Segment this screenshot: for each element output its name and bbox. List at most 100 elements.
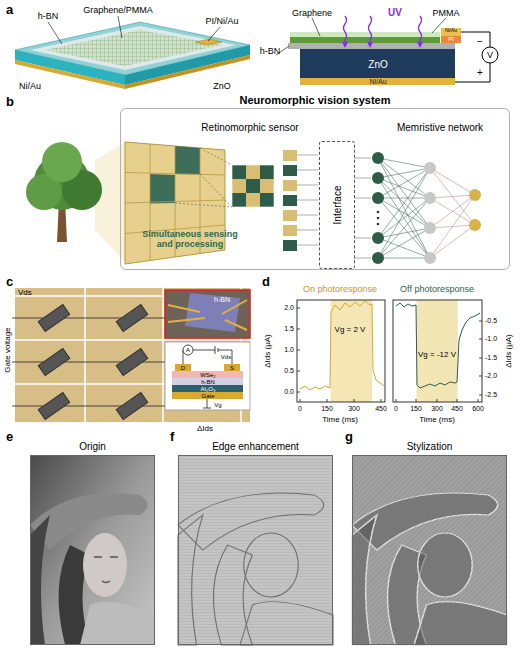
tree [26, 142, 125, 262]
text-label: Vg = -12 V [418, 351, 456, 360]
memristive-network [372, 192, 384, 204]
text-label: 1.0 [284, 346, 294, 354]
cross-section [290, 32, 440, 37]
text-label: -0.5 [485, 317, 497, 325]
crossbar-array [12, 288, 250, 422]
crossbar-array [38, 348, 69, 375]
photoresponse-plot [300, 301, 384, 390]
retinomorphic-array [232, 165, 274, 207]
text-label: V [487, 51, 493, 61]
device-schematic [224, 364, 240, 371]
origin-image [83, 533, 127, 597]
text-label: Memristive network [397, 122, 483, 133]
cross-section [288, 43, 455, 49]
retinomorphic-array [175, 148, 232, 207]
edge-image [178, 455, 333, 645]
text-label: Ni/Au [19, 82, 41, 92]
text-label: PMMA [433, 9, 460, 19]
retinomorphic-array [246, 179, 260, 193]
origin-image [30, 515, 50, 645]
text-label: ZnO [368, 59, 387, 70]
photoresponse-plot [331, 300, 372, 402]
tree [42, 142, 82, 182]
text-label: h-BN [214, 296, 230, 304]
panel-letter: d [262, 275, 270, 289]
panel-letter: a [6, 3, 13, 17]
crossbar-array [116, 392, 147, 419]
cross-section [482, 47, 498, 63]
text-label: -1.0 [485, 335, 497, 343]
retinomorphic-array [260, 179, 274, 193]
text-label: 150 [321, 405, 333, 413]
text-label: 0 [298, 405, 302, 413]
memristive-network [424, 192, 436, 204]
crossbar-array [15, 288, 250, 422]
text-label: Vg = 2 V [335, 326, 366, 335]
device-3d [15, 16, 250, 89]
device-3d [45, 30, 222, 66]
text-label: 300 [348, 405, 360, 413]
text-label: -2.5 [485, 391, 497, 399]
panel-letter: b [6, 95, 14, 109]
panel-letter: e [6, 430, 13, 444]
uv-arrow [419, 16, 422, 44]
memristive-network [424, 252, 436, 264]
device-photo [185, 293, 240, 332]
memristive-network [469, 219, 481, 231]
text-label: Vds [18, 289, 32, 298]
crossbar-array [116, 304, 147, 331]
memristive-network [354, 152, 481, 264]
node-text: Stylization [353, 441, 506, 452]
stylized-image [352, 455, 507, 645]
uv-arrowhead [367, 42, 373, 48]
panel-letter: c [6, 275, 13, 289]
memristive-network [372, 232, 384, 244]
text-label: 0.5 [284, 367, 294, 375]
text-label: 0.0 [284, 388, 294, 396]
text-label: 450 [451, 405, 463, 413]
stylized-image [352, 455, 507, 645]
cross-section [276, 18, 498, 85]
pixel-column [297, 155, 318, 245]
uv-arrow [369, 16, 372, 44]
device-3d [195, 39, 222, 45]
pixel-column [283, 240, 297, 251]
retinomorphic-array [246, 193, 260, 207]
text-label: 450 [375, 405, 387, 413]
memristive-network [354, 158, 371, 258]
text-label: Time (ms) [419, 416, 455, 425]
retinomorphic-array [260, 193, 274, 207]
text-label: Off photoresponse [400, 285, 474, 295]
memristive-network [378, 158, 430, 258]
pixel-column [283, 225, 297, 236]
uv-arrowhead [342, 42, 348, 48]
text-label: A [186, 347, 190, 354]
text-label: UV [388, 7, 402, 18]
crossbar-array [38, 392, 69, 419]
crossbar-array [15, 288, 250, 422]
memristive-network [377, 223, 380, 226]
memristive-network [424, 162, 436, 174]
text-label: 150 [410, 405, 422, 413]
retinomorphic-array [246, 165, 260, 179]
text-label: Gate [201, 393, 214, 400]
text-label: 2.0 [284, 304, 294, 312]
text-label: 0 [394, 405, 398, 413]
photoresponse-plot [396, 303, 480, 388]
photoresponse-plot [297, 308, 482, 402]
interface-box: Interface [319, 141, 355, 269]
device-schematic [183, 346, 232, 408]
memristive-network [424, 222, 436, 234]
text-label: Time (ms) [322, 416, 358, 425]
memristive-network [377, 211, 380, 214]
text-label: 1.5 [284, 325, 294, 333]
panel-letter: g [345, 430, 353, 444]
text-label: ΔIds [197, 425, 213, 434]
text-label: Ni/Au [369, 78, 386, 86]
text-label: ΔIds (μA) [264, 334, 273, 368]
image-panel: Origin [30, 455, 155, 645]
text-label: -1.5 [485, 354, 497, 362]
cross-section [300, 49, 455, 78]
text-label: Gate voltage [4, 327, 13, 372]
